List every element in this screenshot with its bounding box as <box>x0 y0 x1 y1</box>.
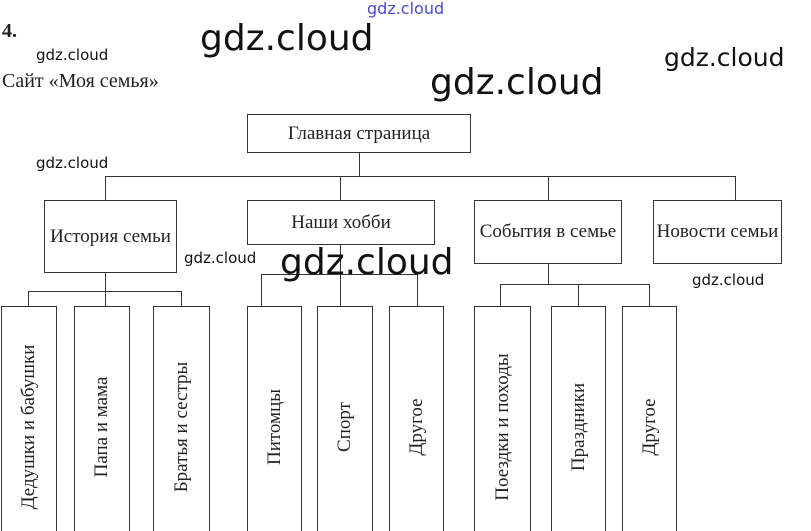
leaf-label: Поездки и походы <box>491 353 513 501</box>
node-news: Новости семьи <box>653 200 782 264</box>
watermark: gdz.cloud <box>36 154 109 172</box>
leaf-node: Другое <box>389 306 444 531</box>
watermark: gdz.cloud <box>664 43 785 72</box>
node-label: История семьи <box>50 225 171 247</box>
leaf-node: Другое <box>622 306 677 531</box>
leaf-node: Праздники <box>551 306 606 531</box>
node-label: Наши хобби <box>291 211 391 233</box>
watermark: gdz.cloud <box>280 242 454 283</box>
leaf-node: Братья и сестры <box>153 306 210 531</box>
leaf-node: Папа и мама <box>74 306 130 531</box>
leaf-label: Братья и сестры <box>170 361 192 493</box>
leaf-node: Спорт <box>317 306 373 531</box>
node-history: История семьи <box>44 200 177 273</box>
leaf-label: Другое <box>405 398 427 456</box>
leaf-label: Питомцы <box>263 388 285 466</box>
watermark: gdz.cloud <box>692 271 765 289</box>
leaf-node: Питомцы <box>247 306 302 531</box>
watermark: gdz.cloud <box>430 62 604 103</box>
node-events: События в семье <box>474 200 622 264</box>
root-node: Главная страница <box>247 114 471 153</box>
leaf-label: Праздники <box>567 382 589 472</box>
node-label: Новости семьи <box>656 221 779 242</box>
node-label: События в семье <box>479 221 617 242</box>
watermark: gdz.cloud <box>184 249 257 267</box>
leaf-label: Дедушки и бабушки <box>18 344 39 510</box>
root-label: Главная страница <box>287 122 431 144</box>
leaf-label: Папа и мама <box>91 376 112 478</box>
task-number: 4. <box>2 20 17 42</box>
leaf-label: Спорт <box>334 402 355 452</box>
diagram-caption: Сайт «Моя семья» <box>2 70 159 92</box>
leaf-label: Другое <box>638 398 660 456</box>
watermark: gdz.cloud <box>367 0 445 18</box>
leaf-node: Дедушки и бабушки <box>1 306 57 531</box>
leaf-node: Поездки и походы <box>474 306 531 531</box>
watermark: gdz.cloud <box>200 18 374 59</box>
watermark: gdz.cloud <box>36 46 109 64</box>
node-hobbies: Наши хобби <box>247 200 435 245</box>
